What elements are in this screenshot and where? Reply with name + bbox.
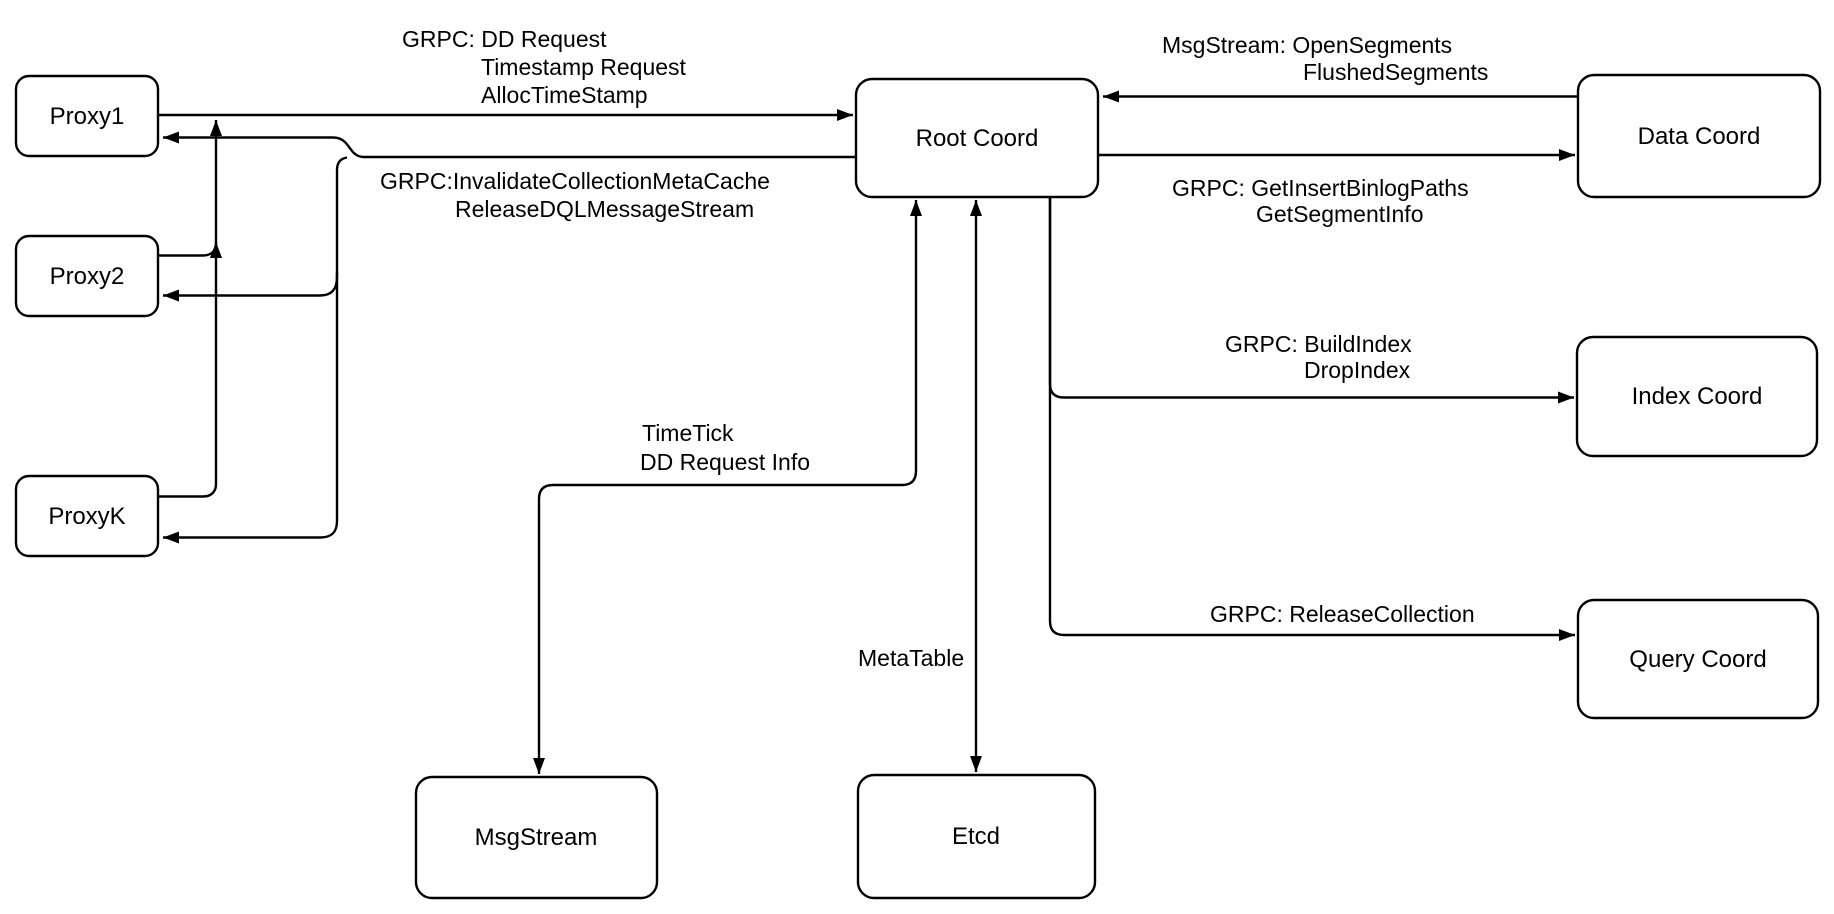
node-proxy2-box — [14, 234, 160, 318]
node-root-coord-box — [854, 77, 1100, 199]
edge-label-data-to-root: MsgStream: OpenSegments FlushedSegments — [1162, 32, 1488, 85]
edge-label-root-to-proxies: GRPC:InvalidateCollectionMetaCache Relea… — [380, 168, 770, 222]
edge-label-root-to-data: GRPC: GetInsertBinlogPaths GetSegmentInf… — [1172, 175, 1469, 227]
edge-proxyk-merge-up — [158, 120, 222, 498]
node-index-coord: Index Coord — [1575, 335, 1819, 458]
node-proxy1: Proxy1 — [14, 74, 160, 158]
edge-label-line: FlushedSegments — [1303, 59, 1488, 85]
node-proxyk: ProxyK — [14, 474, 160, 558]
edge-label-line: TimeTick — [642, 420, 734, 446]
node-etcd: Etcd — [856, 773, 1097, 900]
edge-label-proxies-to-root: GRPC: DD Request Timestamp Request Alloc… — [402, 26, 687, 108]
edge-label-line: ReleaseDQLMessageStream — [455, 196, 754, 222]
node-etcd-box — [856, 773, 1097, 900]
edge-label-root-to-index: GRPC: BuildIndex DropIndex — [1225, 331, 1412, 383]
node-data-coord: Data Coord — [1576, 73, 1822, 199]
edge-label-line: GRPC: BuildIndex — [1225, 331, 1412, 357]
edge-proxy2-merge-up — [158, 242, 222, 258]
node-proxy2: Proxy2 — [14, 234, 160, 318]
edge-label-line: DD Request Info — [640, 449, 810, 475]
edge-label-root-to-msgstream: TimeTick DD Request Info — [640, 420, 810, 475]
node-query-coord-box — [1576, 598, 1820, 720]
node-proxyk-label: ProxyK — [48, 503, 125, 530]
edge-root-coord-to-query-coord — [1048, 197, 1575, 641]
edge-label-root-to-etcd: MetaTable — [858, 645, 964, 671]
edge-root-coord-to-proxy2 — [163, 156, 348, 302]
edge-label-line: GRPC:InvalidateCollectionMetaCache — [380, 168, 770, 194]
node-root-coord: Root Coord — [854, 77, 1100, 199]
node-msgstream: MsgStream — [414, 775, 659, 900]
edge-label-line: AllocTimeStamp — [481, 82, 648, 108]
edges — [158, 90, 1578, 774]
edge-label-line: Timestamp Request — [481, 54, 687, 80]
node-etcd-label: Etcd — [952, 823, 1000, 850]
edge-label-line: DropIndex — [1304, 357, 1411, 383]
node-msgstream-label: MsgStream — [475, 824, 598, 851]
node-query-coord: Query Coord — [1576, 598, 1820, 720]
edge-label-line: MetaTable — [858, 645, 964, 671]
node-index-coord-label: Index Coord — [1632, 383, 1763, 410]
edge-label-line: MsgStream: OpenSegments — [1162, 32, 1452, 58]
nodes: Proxy1 Proxy2 ProxyK Root Coord Data Coo… — [14, 73, 1822, 900]
node-query-coord-label: Query Coord — [1629, 646, 1766, 673]
edge-label-line: GRPC: ReleaseCollection — [1210, 601, 1475, 627]
node-proxy1-label: Proxy1 — [50, 103, 125, 130]
edge-label-root-to-query: GRPC: ReleaseCollection — [1210, 601, 1475, 627]
node-msgstream-box — [414, 775, 659, 900]
edge-root-coord-to-proxyk — [163, 272, 339, 544]
node-data-coord-label: Data Coord — [1638, 123, 1761, 150]
edge-label-line: GRPC: GetInsertBinlogPaths — [1172, 175, 1469, 201]
edge-label-line: GRPC: DD Request — [402, 26, 607, 52]
edge-root-coord-to-proxy1 — [163, 131, 856, 159]
node-proxy2-label: Proxy2 — [50, 263, 125, 290]
node-root-coord-label: Root Coord — [916, 125, 1039, 152]
node-proxyk-box — [14, 474, 160, 558]
edge-labels: GRPC: DD Request Timestamp Request Alloc… — [380, 26, 1488, 671]
edge-label-line: GetSegmentInfo — [1256, 201, 1424, 227]
node-index-coord-box — [1575, 335, 1819, 458]
node-proxy1-box — [14, 74, 160, 158]
edge-root-coord-to-msgstream — [533, 200, 922, 774]
node-data-coord-box — [1576, 73, 1822, 199]
